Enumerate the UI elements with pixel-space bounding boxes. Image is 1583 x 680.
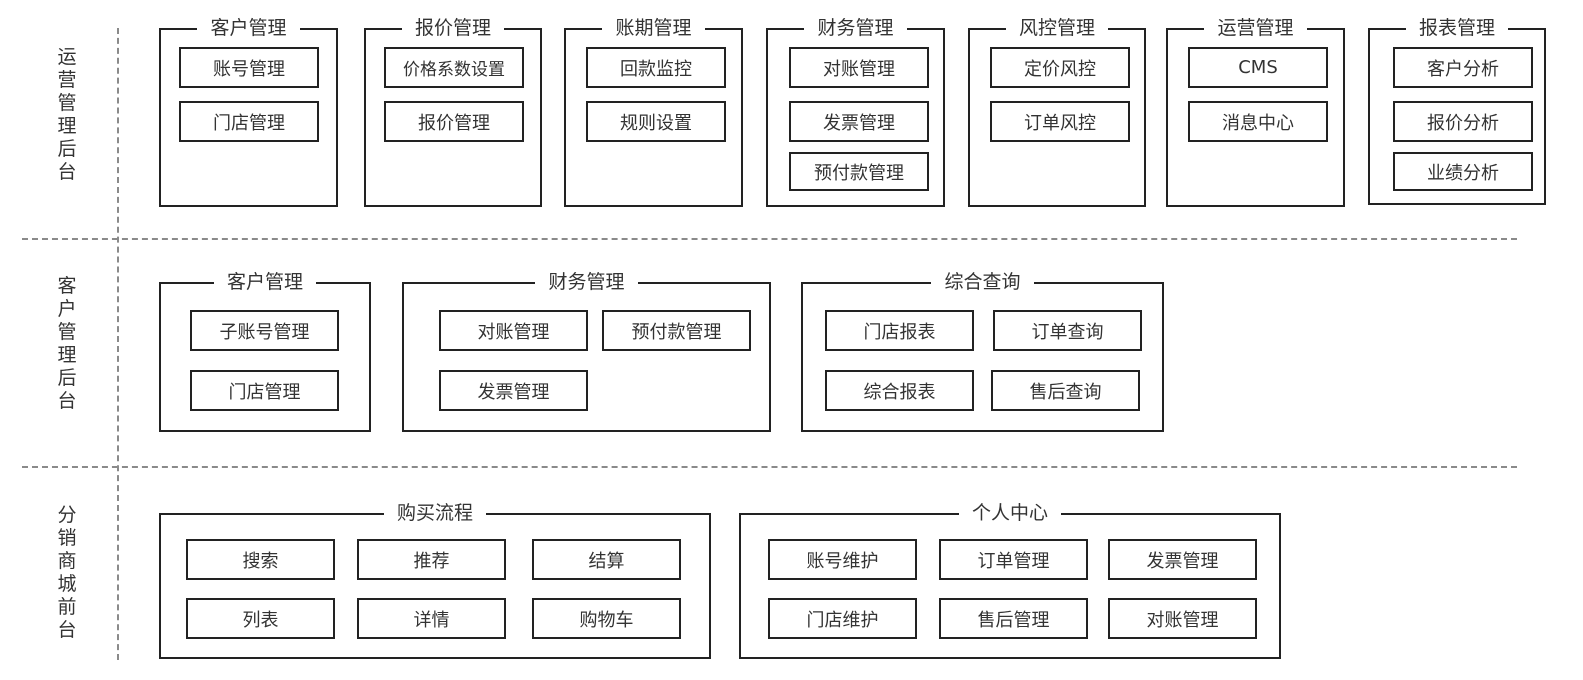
module-box[interactable]: 门店报表 (825, 310, 974, 351)
module-box[interactable]: 售后查询 (991, 370, 1140, 411)
store-purchase-group: 购买流程 搜索 推荐 结算 列表 详情 购物车 (159, 502, 711, 659)
section-separator-vertical (117, 28, 119, 660)
group-title: 账期管理 (602, 17, 705, 39)
module-box[interactable]: 结算 (532, 539, 681, 580)
module-box[interactable]: 订单风控 (990, 101, 1130, 142)
ops-credit-group: 账期管理 回款监控 规则设置 (564, 17, 743, 207)
module-box[interactable]: 消息中心 (1188, 101, 1328, 142)
module-box[interactable]: 详情 (357, 598, 506, 639)
module-box[interactable]: 子账号管理 (190, 310, 339, 351)
module-box[interactable]: 业绩分析 (1393, 152, 1533, 191)
section-label-ops: 运营管理后台 (57, 46, 77, 183)
module-box[interactable]: 对账管理 (439, 310, 588, 351)
section-separator-2 (22, 466, 1517, 468)
module-box[interactable]: 报价分析 (1393, 101, 1533, 142)
module-box[interactable]: 推荐 (357, 539, 506, 580)
cust-customer-group: 客户管理 子账号管理 门店管理 (159, 271, 371, 432)
group-title: 购买流程 (383, 502, 486, 524)
module-box[interactable]: CMS (1188, 47, 1328, 88)
group-title: 财务管理 (804, 17, 907, 39)
module-box[interactable]: 价格系数设置 (384, 47, 524, 88)
module-box[interactable]: 定价风控 (990, 47, 1130, 88)
ops-risk-group: 风控管理 定价风控 订单风控 (968, 17, 1146, 207)
module-box[interactable]: 回款监控 (586, 47, 726, 88)
ops-finance-group: 财务管理 对账管理 发票管理 预付款管理 (766, 17, 945, 207)
section-separator-1 (22, 238, 1517, 240)
module-box[interactable]: 门店管理 (190, 370, 339, 411)
module-box[interactable]: 售后管理 (939, 598, 1088, 639)
module-box[interactable]: 列表 (186, 598, 335, 639)
module-box[interactable]: 综合报表 (825, 370, 974, 411)
group-title: 报价管理 (401, 17, 504, 39)
group-title: 个人中心 (958, 502, 1061, 524)
module-box[interactable]: 发票管理 (789, 101, 929, 142)
module-box[interactable]: 门店维护 (768, 598, 917, 639)
group-title: 客户管理 (213, 271, 316, 293)
module-box[interactable]: 预付款管理 (602, 310, 751, 351)
ops-report-group: 报表管理 客户分析 报价分析 业绩分析 (1368, 17, 1546, 205)
module-box[interactable]: 报价管理 (384, 101, 524, 142)
ops-operation-group: 运营管理 CMS 消息中心 (1166, 17, 1345, 207)
group-title: 财务管理 (535, 271, 638, 293)
group-title: 风控管理 (1005, 17, 1108, 39)
module-box[interactable]: 发票管理 (439, 370, 588, 411)
section-label-store: 分销商城前台 (57, 504, 77, 641)
module-box[interactable]: 客户分析 (1393, 47, 1533, 88)
cust-query-group: 综合查询 门店报表 订单查询 综合报表 售后查询 (801, 271, 1164, 432)
section-label-customer: 客户管理后台 (57, 275, 77, 412)
module-box[interactable]: 购物车 (532, 598, 681, 639)
module-box[interactable]: 发票管理 (1108, 539, 1257, 580)
module-box[interactable]: 门店管理 (179, 101, 319, 142)
module-box[interactable]: 订单管理 (939, 539, 1088, 580)
module-box[interactable]: 账号管理 (179, 47, 319, 88)
ops-customer-group: 客户管理 账号管理 门店管理 (159, 17, 338, 207)
module-box[interactable]: 对账管理 (789, 47, 929, 88)
group-title: 报表管理 (1405, 17, 1508, 39)
store-personal-group: 个人中心 账号维护 订单管理 发票管理 门店维护 售后管理 对账管理 (739, 502, 1281, 659)
module-box[interactable]: 搜索 (186, 539, 335, 580)
module-box[interactable]: 预付款管理 (789, 152, 929, 191)
module-box[interactable]: 订单查询 (993, 310, 1142, 351)
module-box[interactable]: 账号维护 (768, 539, 917, 580)
cust-finance-group: 财务管理 对账管理 预付款管理 发票管理 (402, 271, 771, 432)
group-title: 综合查询 (931, 271, 1034, 293)
group-title: 客户管理 (197, 17, 300, 39)
ops-quote-group: 报价管理 价格系数设置 报价管理 (364, 17, 542, 207)
group-title: 运营管理 (1204, 17, 1307, 39)
module-box[interactable]: 规则设置 (586, 101, 726, 142)
module-box[interactable]: 对账管理 (1108, 598, 1257, 639)
